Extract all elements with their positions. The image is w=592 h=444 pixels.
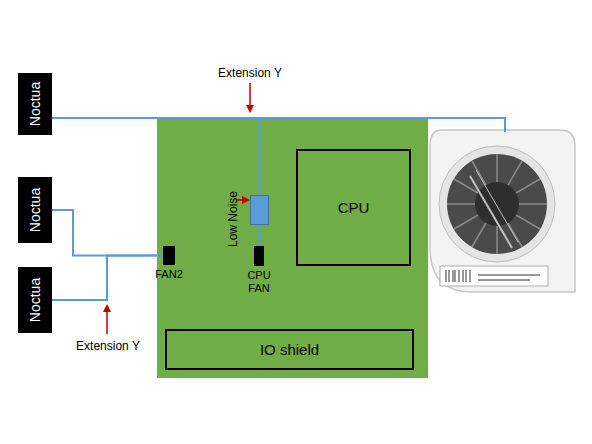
fan-header: CPU FAN	[254, 246, 264, 266]
node-label: Noctua	[27, 278, 43, 322]
fan-box: Noctua	[18, 73, 52, 135]
callout-arrow	[106, 306, 108, 334]
cpu-socket: CPU	[296, 149, 411, 266]
node-label: Noctua	[27, 188, 43, 232]
low-noise-adapter: Low Noise	[250, 195, 269, 225]
fan-cable	[259, 225, 261, 246]
node-label: IO shield	[260, 341, 319, 358]
node-label: FAN2	[149, 268, 189, 281]
fan-wire	[259, 118, 505, 132]
node-label: Low Noise	[226, 191, 240, 247]
callout-label: Extension Y	[218, 66, 282, 80]
callout-arrow	[249, 83, 251, 111]
fan-box: Noctua	[18, 267, 52, 333]
io-shield: IO shield	[165, 329, 414, 370]
fan-cable	[52, 256, 163, 301]
motherboard	[157, 117, 428, 378]
fan-cable	[52, 210, 163, 256]
fan-box: Noctua	[18, 177, 52, 243]
blower-fan	[430, 130, 575, 292]
callout-label: Extension Y	[76, 339, 140, 353]
node-label: CPU	[338, 199, 370, 216]
node-label: CPU FAN	[239, 269, 279, 294]
fan-header: FAN2	[163, 246, 175, 265]
fan-cable	[52, 118, 260, 195]
node-label: Noctua	[27, 82, 43, 126]
